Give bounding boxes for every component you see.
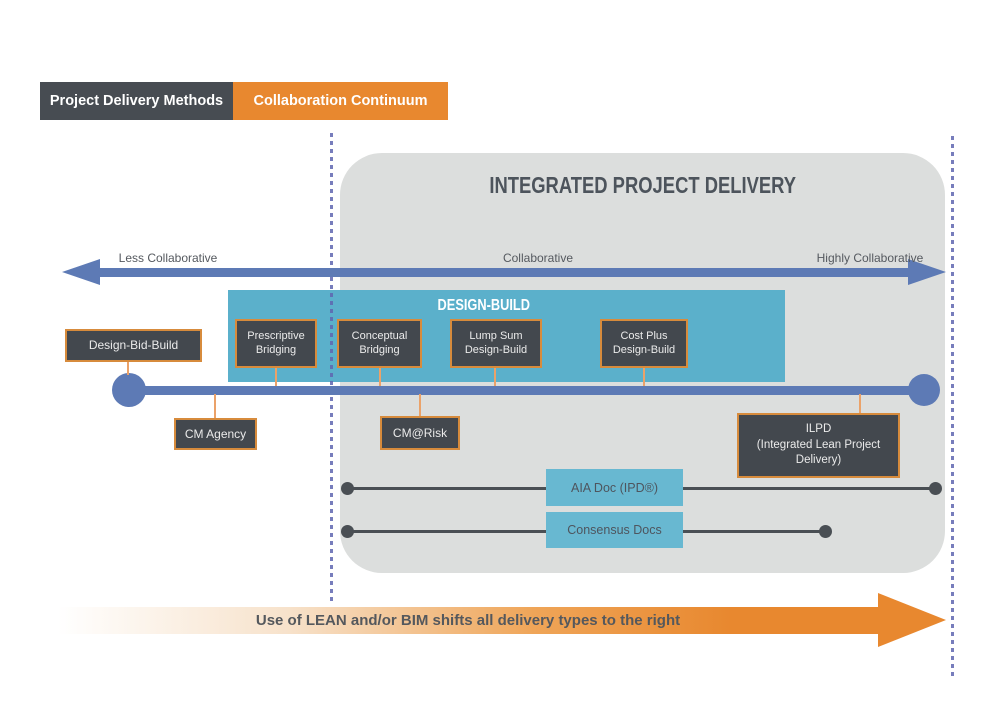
method-label: CM@Risk: [392, 425, 448, 440]
left-dashed-guide: [330, 133, 333, 603]
lean-bim-arrow-shaft: [58, 607, 878, 634]
continuum-arrow-shaft: [98, 268, 910, 277]
aia-doc-left-dot: [341, 482, 354, 495]
ipd-title-text: INTEGRATED PROJECT DELIVERY: [489, 171, 796, 198]
method-box-design-bid-build: Design-Bid-Build: [65, 329, 202, 362]
method-label: CM Agency: [184, 426, 247, 441]
method-label: ILPD (Integrated Lean Project Delivery): [756, 423, 881, 467]
method-box-cm-at-risk: CM@Risk: [380, 416, 460, 450]
consensus-docs-left-dot: [341, 525, 354, 538]
method-label: Design-Bid-Build: [88, 338, 179, 352]
legend-methods-label: Project Delivery Methods: [49, 93, 224, 109]
lean-bim-arrow-label: Use of LEAN and/or BIM shifts all delive…: [255, 612, 681, 629]
design-build-title-text: DESIGN-BUILD: [437, 297, 531, 314]
axis-label-less-collaborative: Less Collaborative: [118, 250, 218, 265]
method-label: Lump Sum Design-Build: [464, 329, 528, 356]
design-build-title: DESIGN-BUILD: [384, 296, 584, 316]
continuum-left-arrowhead-icon: [62, 259, 100, 285]
method-label: Prescriptive Bridging: [247, 329, 305, 356]
connector-ilpd: [859, 394, 861, 413]
connector-cost-plus: [643, 366, 645, 386]
contract-label: Consensus Docs: [567, 523, 662, 537]
connector-prescriptive-bridging: [275, 366, 277, 386]
connector-cm-agency: [214, 394, 216, 418]
timeline-left-endpoint: [112, 373, 146, 407]
ipd-title: INTEGRATED PROJECT DELIVERY: [340, 172, 945, 198]
lean-bim-arrowhead-icon: [878, 593, 946, 647]
timeline-bar: [129, 386, 924, 395]
method-box-ilpd: ILPD (Integrated Lean Project Delivery): [737, 413, 900, 478]
contract-tag-consensus-docs: Consensus Docs: [546, 512, 683, 548]
continuum-right-arrowhead-icon: [908, 259, 946, 285]
axis-label-highly-collaborative: Highly Collaborative: [816, 250, 924, 265]
timeline-right-endpoint: [908, 374, 940, 406]
legend-continuum-label: Collaboration Continuum: [253, 93, 428, 109]
connector-design-bid-build: [127, 362, 129, 375]
aia-doc-right-dot: [929, 482, 942, 495]
method-label: Conceptual Bridging: [351, 329, 408, 356]
axis-label-collaborative: Collaborative: [502, 250, 574, 265]
legend-collaboration-continuum: Collaboration Continuum: [233, 82, 448, 120]
method-box-lump-sum-design-build: Lump Sum Design-Build: [450, 319, 542, 368]
method-box-cost-plus-design-build: Cost Plus Design-Build: [600, 319, 688, 368]
contract-tag-aia-doc: AIA Doc (IPD®): [546, 469, 683, 506]
contract-label: AIA Doc (IPD®): [570, 480, 658, 495]
method-label: Cost Plus Design-Build: [612, 329, 676, 356]
right-dashed-guide: [951, 136, 954, 678]
method-box-prescriptive-bridging: Prescriptive Bridging: [235, 319, 317, 368]
consensus-docs-right-dot: [819, 525, 832, 538]
connector-conceptual-bridging: [379, 366, 381, 386]
legend-project-delivery-methods: Project Delivery Methods: [40, 82, 233, 120]
connector-cm-at-risk: [419, 394, 421, 416]
connector-lump-sum: [494, 366, 496, 386]
method-box-conceptual-bridging: Conceptual Bridging: [337, 319, 422, 368]
method-box-cm-agency: CM Agency: [174, 418, 257, 450]
